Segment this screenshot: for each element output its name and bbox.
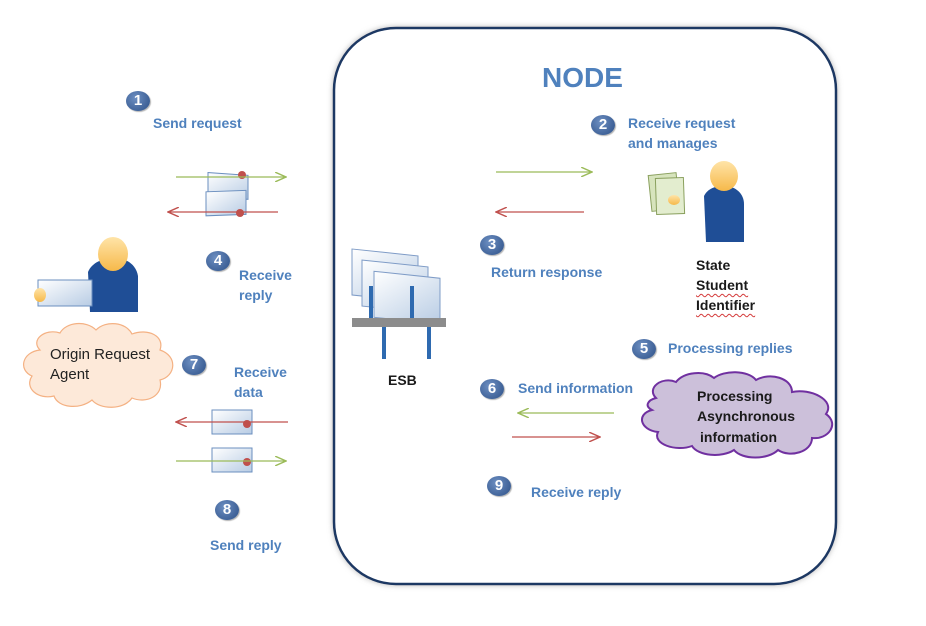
step-badge-6: 6: [480, 379, 504, 399]
envelope-icon: [211, 447, 253, 473]
state-label: State: [696, 257, 731, 273]
step-badge-9: 9: [487, 476, 511, 496]
student-label: Student: [696, 277, 749, 293]
processing-line1: Processing: [697, 388, 773, 404]
step-badge-8: 8: [215, 500, 239, 520]
step-label-9: Receive reply: [531, 484, 622, 500]
esb-bus-icon: [352, 286, 446, 359]
step-label-3: Return response: [491, 264, 603, 280]
origin-agent-line1: Origin Request: [50, 346, 151, 363]
envelope-icon: [205, 189, 247, 217]
processing-line2: Asynchronous: [697, 408, 796, 424]
step-label-2b: and manages: [628, 135, 718, 151]
step-label-8: Send reply: [210, 537, 282, 553]
step-badge-1: 1: [126, 91, 150, 111]
origin-agent-person-icon: [34, 237, 138, 312]
step-badge-7: 7: [182, 355, 206, 375]
state-identifier-person-icon: [647, 161, 744, 242]
origin-agent-cloud: [23, 323, 174, 408]
esb-label: ESB: [388, 372, 417, 388]
step-label-7a: Receive: [234, 364, 287, 380]
step-badge-2: 2: [591, 115, 615, 135]
step-label-7b: data: [234, 384, 263, 400]
identifier-label: Identifier: [696, 297, 756, 313]
page-title: NODE: [542, 62, 623, 93]
step-label-4b: reply: [239, 287, 273, 303]
step-badge-3: 3: [480, 235, 504, 255]
step-label-2a: Receive request: [628, 115, 736, 131]
step-label-4a: Receive: [239, 267, 292, 283]
processing-line3: information: [700, 429, 777, 445]
processing-cloud: [641, 371, 833, 459]
step-badge-4: 4: [206, 251, 230, 271]
step-badge-5: 5: [632, 339, 656, 359]
step-label-1: Send request: [153, 115, 242, 131]
step-label-5: Processing replies: [668, 340, 793, 356]
step-label-6: Send information: [518, 380, 634, 396]
origin-agent-line2: Agent: [50, 366, 90, 383]
